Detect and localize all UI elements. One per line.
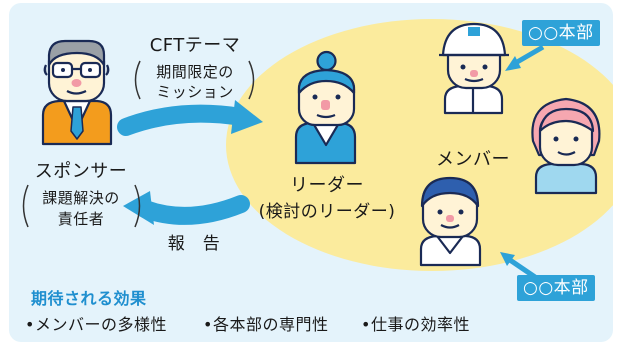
leader-note: (検討のリーダー) [258, 202, 396, 222]
cft-diagram-panel: ○○本部 ○○本部 CFTテーマ 期間限定の ミッション スポンサー 課題解決の… [9, 3, 613, 342]
dept-arrow-bottom [500, 252, 537, 280]
sponsor-note-line1: 課題解決の [42, 189, 120, 207]
report-arrow [123, 191, 250, 225]
dept-badge-top: ○○本部 [522, 20, 600, 46]
effect-item-diversity: •メンバーの多様性 [25, 315, 167, 334]
members-label: メンバー [436, 149, 510, 170]
theme-note-brackets [134, 60, 255, 100]
member-woman-icon [531, 97, 601, 195]
cft-theme-note-line2: ミッション [156, 83, 234, 101]
sponsor-note-brackets [22, 184, 141, 228]
leader-label: リーダー [290, 175, 364, 196]
cft-theme-title: CFTテーマ [149, 35, 241, 56]
member-man-icon [419, 176, 482, 267]
diagram-canvas [22, 19, 613, 280]
sponsor-label: スポンサー [34, 161, 128, 182]
effect-item-expertise: •各本部の専門性 [203, 315, 329, 334]
dept-arrow-top [505, 44, 545, 71]
sponsor-person-icon [41, 39, 113, 146]
report-label: 報 告 [167, 234, 221, 254]
effects-heading: 期待される効果 [31, 289, 147, 308]
cft-theme-note-line1: 期間限定の [156, 63, 234, 81]
member-helmet-icon [439, 22, 509, 115]
dept-badge-bottom: ○○本部 [517, 275, 595, 301]
sponsor-note-line2: 責任者 [57, 210, 105, 228]
effect-item-efficiency: •仕事の効率性 [361, 315, 470, 334]
theme-arrow [117, 100, 263, 136]
leader-person-icon [294, 50, 357, 165]
